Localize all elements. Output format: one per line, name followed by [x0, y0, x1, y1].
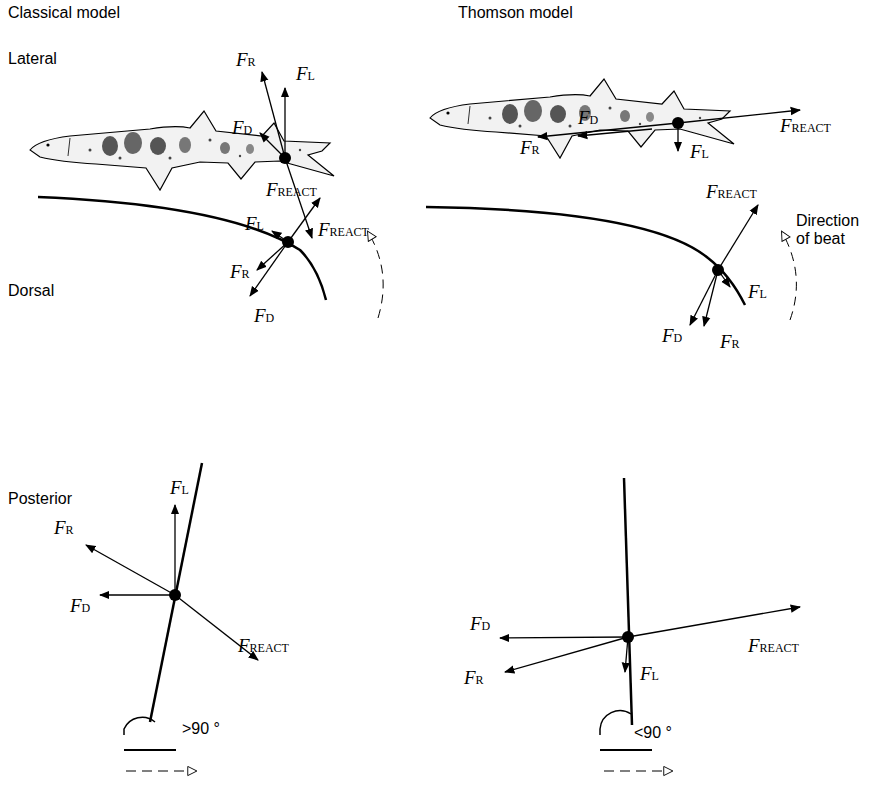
force-label: FREACT [318, 220, 369, 239]
force-label: FREACT [706, 182, 757, 201]
angle-label: >90 ° [182, 720, 220, 738]
angle-label: <90 ° [634, 724, 672, 742]
force-label: FREACT [748, 636, 799, 655]
view-label: Dorsal [8, 282, 54, 300]
force-label: FD [662, 326, 682, 345]
force-label: FR [230, 262, 250, 281]
force-label: FL [690, 142, 709, 161]
force-label: FR [54, 518, 74, 537]
force-label: FD [254, 306, 274, 325]
force-label: FD [470, 614, 490, 633]
direction-note: Direction of beat [796, 212, 868, 247]
force-label: FR [720, 332, 740, 351]
view-label: Lateral [8, 50, 57, 68]
force-label: FL [170, 478, 189, 497]
force-label: FREACT [780, 116, 831, 135]
force-label: FREACT [266, 180, 317, 199]
view-label: Posterior [8, 490, 72, 508]
force-label: FD [578, 108, 598, 127]
force-label: FL [748, 282, 767, 301]
force-label: FL [296, 64, 315, 83]
force-label: FREACT [238, 636, 289, 655]
force-label: FD [232, 118, 252, 137]
force-label: FR [520, 138, 540, 157]
force-label: FL [640, 664, 659, 683]
force-label: FD [70, 596, 90, 615]
column-heading: Thomson model [458, 4, 573, 22]
column-heading: Classical model [8, 4, 120, 22]
force-label: FR [464, 668, 484, 687]
force-label: FL [245, 214, 264, 233]
force-label: FR [236, 50, 256, 69]
